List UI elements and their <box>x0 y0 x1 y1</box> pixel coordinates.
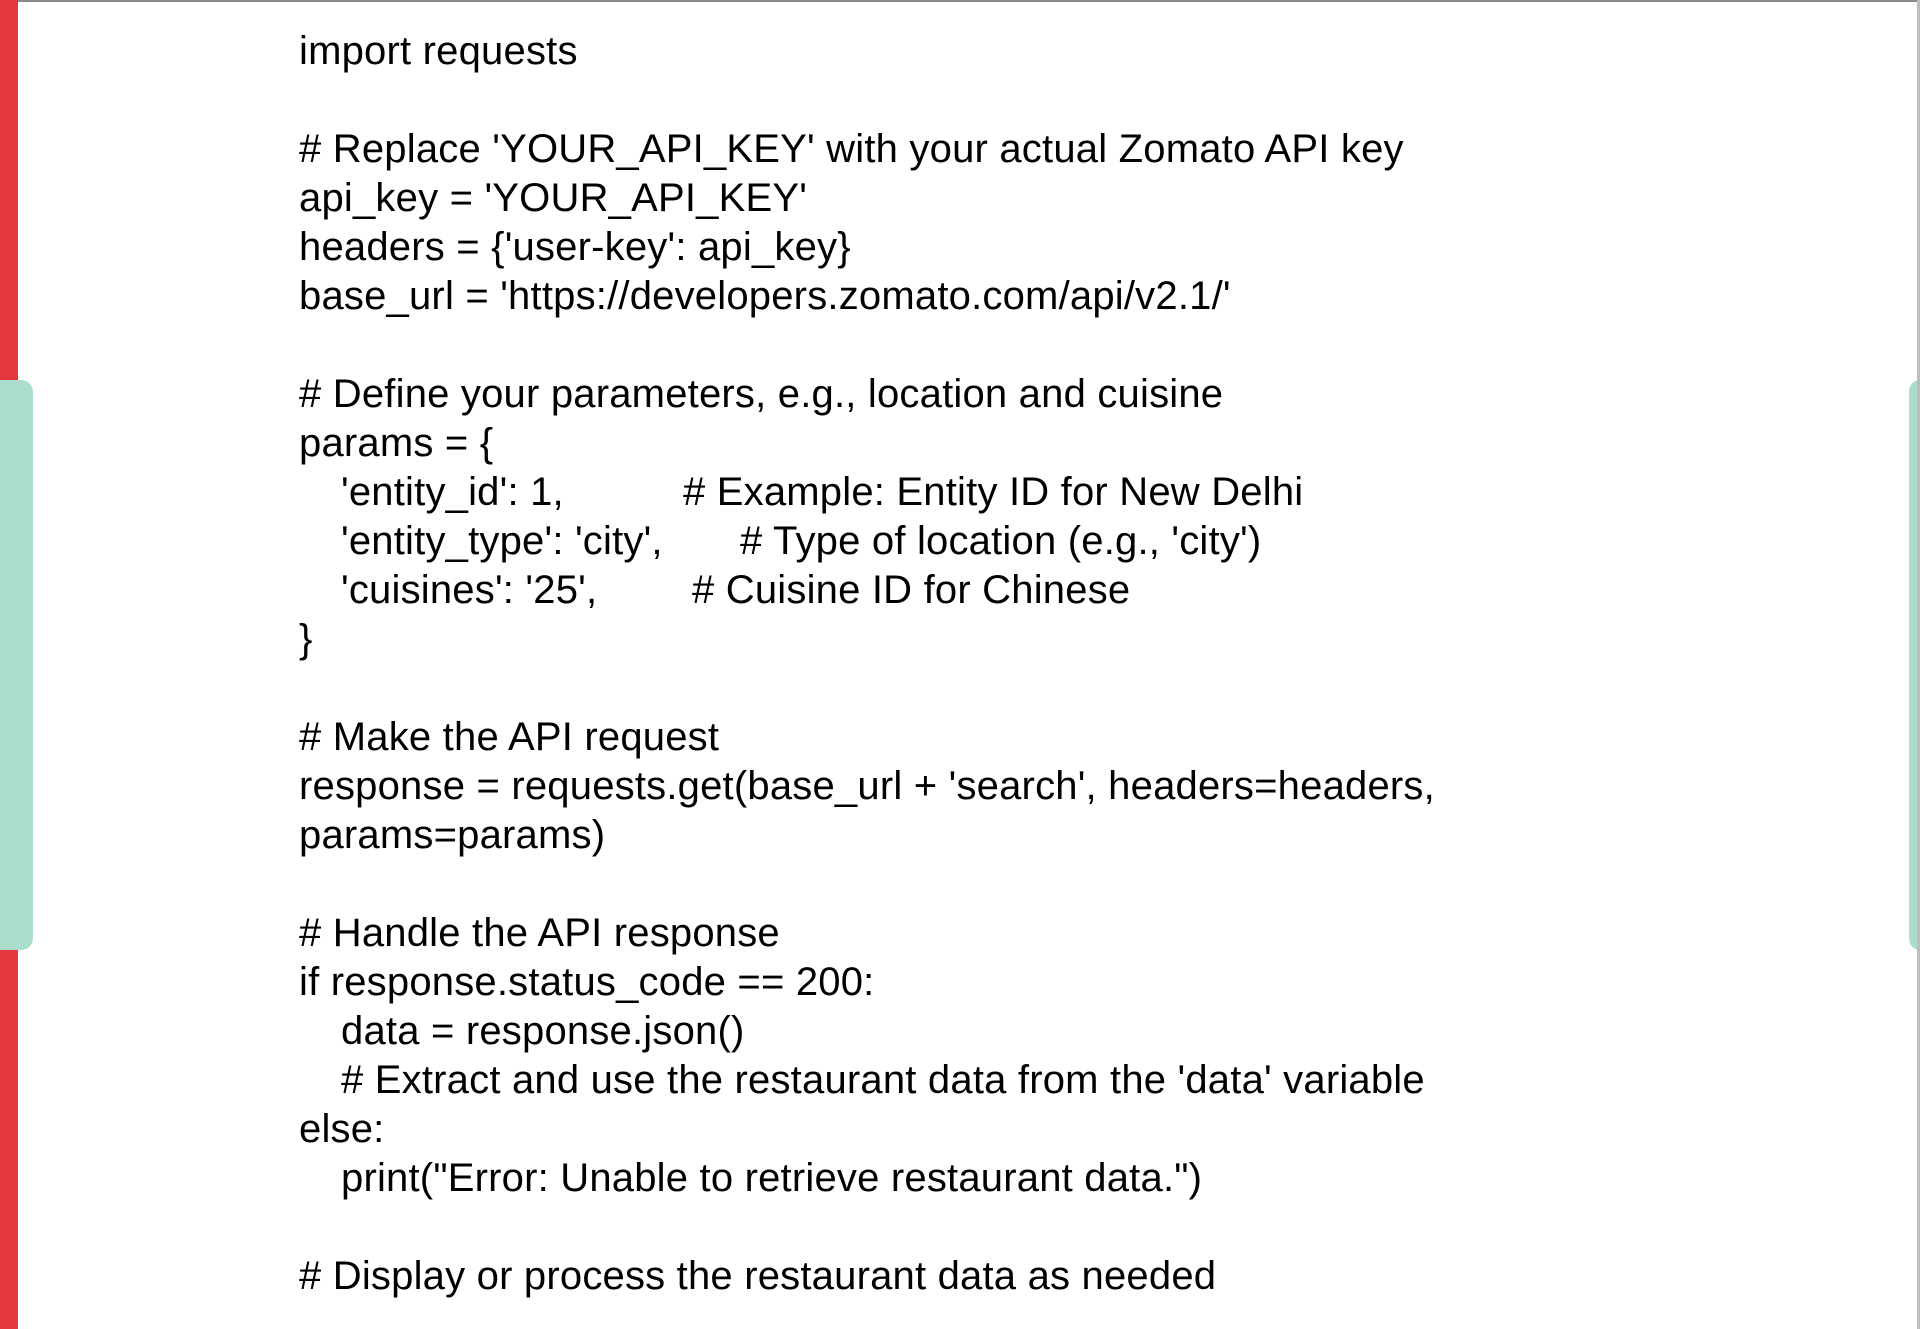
code-text: response = requests.get(base_url + 'sear… <box>299 764 1435 808</box>
code-comment: # Example: Entity ID for New Delhi <box>683 470 1304 514</box>
code-line <box>299 76 1435 125</box>
code-text: params = { <box>299 421 494 465</box>
code-line: # Replace 'YOUR_API_KEY' with your actua… <box>299 125 1435 174</box>
left-side-tab[interactable] <box>0 380 33 950</box>
code-text: print("Error: Unable to retrieve restaur… <box>341 1156 1203 1200</box>
code-line: } <box>299 615 1435 664</box>
code-text: api_key = 'YOUR_API_KEY' <box>299 176 808 220</box>
code-line: 'entity_id': 1, # Example: Entity ID for … <box>299 468 1435 517</box>
code-line: else: <box>299 1105 1435 1154</box>
code-line <box>299 321 1435 370</box>
code-comment: # Type of location (e.g., 'city') <box>740 519 1262 563</box>
code-line: base_url = 'https://developers.zomato.co… <box>299 272 1435 321</box>
code-line: params = { <box>299 419 1435 468</box>
code-text: if response.status_code == 200: <box>299 960 875 1004</box>
code-text: headers = {'user-key': api_key} <box>299 225 851 269</box>
code-text: # Display or process the restaurant data… <box>299 1254 1217 1298</box>
code-text: # Define your parameters, e.g., location… <box>299 372 1224 416</box>
code-text: base_url = 'https://developers.zomato.co… <box>299 274 1231 318</box>
code-line: if response.status_code == 200: <box>299 958 1435 1007</box>
right-border <box>1917 0 1920 1329</box>
code-line: 'entity_type': 'city', # Type of location… <box>299 517 1435 566</box>
right-side-tab[interactable] <box>1909 380 1920 950</box>
code-line <box>299 664 1435 713</box>
code-line: api_key = 'YOUR_API_KEY' <box>299 174 1435 223</box>
code-text: 'entity_id': 1, <box>341 470 564 514</box>
code-text: import requests <box>299 29 578 73</box>
top-border <box>0 0 1920 2</box>
code-line <box>299 1203 1435 1252</box>
code-text: # Replace 'YOUR_API_KEY' with your actua… <box>299 127 1404 171</box>
code-text: # Make the API request <box>299 715 720 759</box>
code-line: # Extract and use the restaurant data fr… <box>299 1056 1435 1105</box>
code-text: # Extract and use the restaurant data fr… <box>341 1058 1425 1102</box>
code-line: # Define your parameters, e.g., location… <box>299 370 1435 419</box>
code-text: } <box>299 617 313 661</box>
code-text: else: <box>299 1107 385 1151</box>
code-line: data = response.json() <box>299 1007 1435 1056</box>
code-text: data = response.json() <box>341 1009 745 1053</box>
code-line: # Display or process the restaurant data… <box>299 1252 1435 1301</box>
code-line: params=params) <box>299 811 1435 860</box>
code-text: 'entity_type': 'city', <box>341 519 663 563</box>
code-line: # Handle the API response <box>299 909 1435 958</box>
code-line: # Make the API request <box>299 713 1435 762</box>
code-text: 'cuisines': '25', <box>341 568 598 612</box>
code-line: print("Error: Unable to retrieve restaur… <box>299 1154 1435 1203</box>
code-line <box>299 860 1435 909</box>
code-text: # Handle the API response <box>299 911 780 955</box>
code-line: response = requests.get(base_url + 'sear… <box>299 762 1435 811</box>
code-line: import requests <box>299 27 1435 76</box>
code-text: params=params) <box>299 813 606 857</box>
code-comment: # Cuisine ID for Chinese <box>692 568 1131 612</box>
code-line: 'cuisines': '25', # Cuisine ID for Chines… <box>299 566 1435 615</box>
code-line: headers = {'user-key': api_key} <box>299 223 1435 272</box>
code-block: import requests # Replace 'YOUR_API_KEY' … <box>299 27 1435 1301</box>
